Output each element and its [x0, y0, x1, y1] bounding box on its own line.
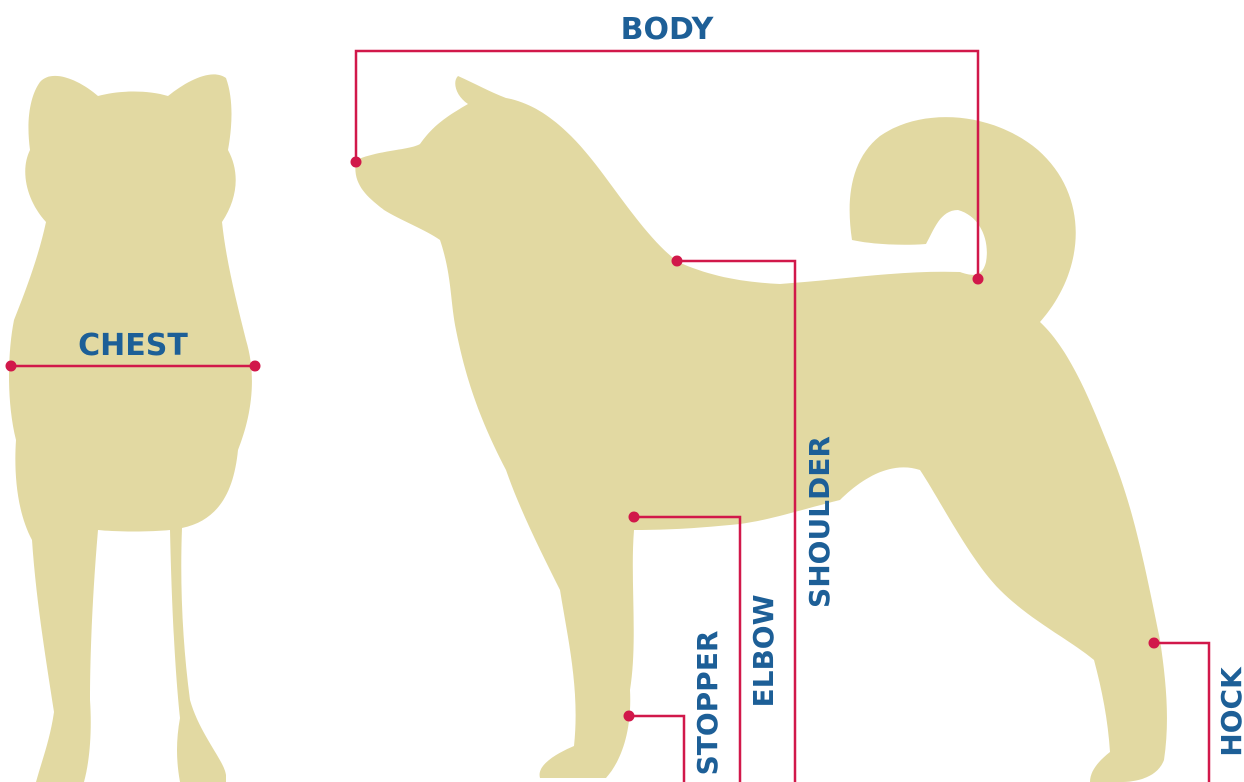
chest-left-dot [6, 361, 17, 372]
body-label: BODY [621, 12, 715, 47]
body-start-dot [351, 157, 362, 168]
front-view-dog [9, 74, 252, 782]
chest-right-dot [250, 361, 261, 372]
chest-label: CHEST [78, 328, 188, 363]
elbow-dot [629, 512, 640, 523]
front-dog-silhouette [9, 74, 252, 782]
body-end-dot [973, 274, 984, 285]
stopper-measure-line [629, 716, 684, 782]
shoulder-label: SHOULDER [803, 436, 836, 608]
shoulder-dot [672, 256, 683, 267]
hock-dot [1149, 638, 1160, 649]
elbow-label: ELBOW [747, 594, 780, 707]
elbow-measure-line [634, 517, 740, 782]
hock-label: HOCK [1215, 666, 1244, 757]
stopper-dot [624, 711, 635, 722]
stopper-label: STOPPER [691, 631, 724, 776]
